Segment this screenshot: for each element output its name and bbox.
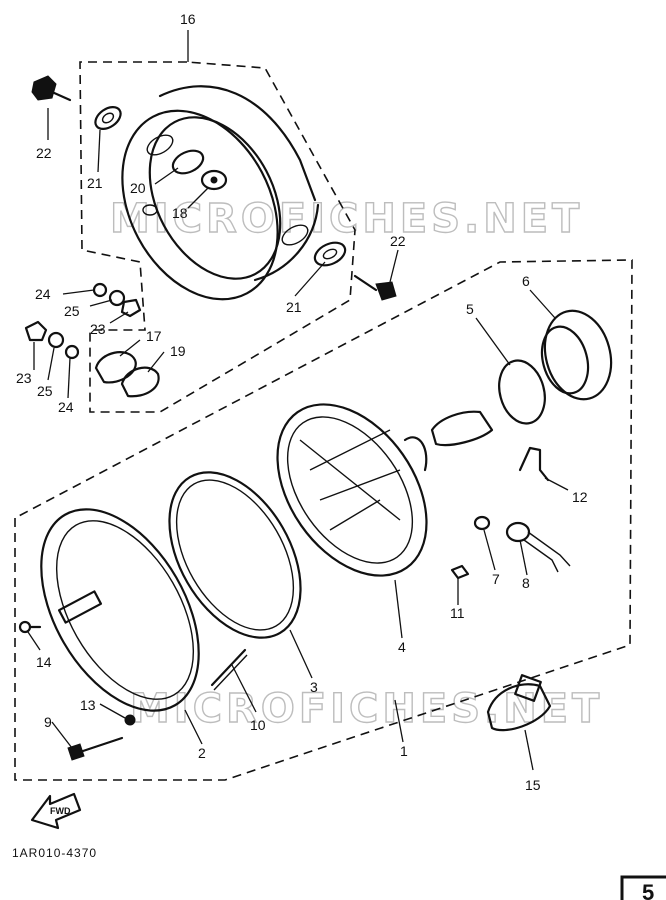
callout-9: 9: [44, 714, 52, 730]
leader-lines: [27, 30, 569, 771]
fwd-label: FWD: [50, 806, 71, 816]
callout-15: 15: [525, 777, 541, 793]
callout-25-left: 25: [37, 383, 53, 399]
callout-17: 17: [146, 328, 162, 344]
watermark-bottom: MICROFICHES.NET: [130, 686, 603, 732]
callout-23-top: 23: [90, 321, 106, 337]
nut-23-left: [24, 320, 48, 342]
callout-7: 7: [492, 571, 500, 587]
callout-18: 18: [172, 205, 188, 221]
callout-25-top: 25: [64, 303, 80, 319]
callout-24-left: 24: [58, 399, 74, 415]
headlight-unit-outline: [14, 259, 633, 781]
washer-25-left: [47, 331, 65, 349]
collar-19: [120, 366, 160, 398]
callout-22-right: 22: [390, 233, 406, 249]
nut-13: [124, 714, 136, 726]
watermark-top: MICROFICHES.NET: [110, 196, 583, 242]
socket-cover-6: [540, 309, 613, 401]
callout-1: 1: [400, 743, 408, 759]
callout-19: 19: [170, 343, 186, 359]
position-bulb-7: [473, 515, 491, 531]
damper-17: [94, 351, 137, 384]
retaining-ring-5: [498, 359, 546, 425]
callout-13: 13: [80, 697, 96, 713]
screw-10: [210, 648, 248, 691]
screw-14: [18, 620, 42, 634]
grommet-21-left: [94, 105, 122, 131]
callout-4: 4: [398, 639, 406, 655]
callout-labels: 16 22 21 20 18 22 21 24 25 23 17 19 23 2…: [16, 11, 588, 793]
grommet-20: [171, 149, 205, 175]
callout-11: 11: [450, 605, 465, 621]
callout-14: 14: [36, 654, 52, 670]
washer-25-top: [108, 289, 126, 307]
bolt-22-left: [31, 75, 72, 102]
washer-24-left: [64, 344, 80, 360]
washer-24-top: [92, 282, 108, 298]
bracket-12: [518, 446, 550, 482]
callout-21-left: 21: [87, 175, 103, 191]
callout-10: 10: [250, 717, 266, 733]
callout-2: 2: [198, 745, 206, 761]
callout-8: 8: [522, 575, 530, 591]
page-tab: 5: [620, 875, 666, 900]
callout-5: 5: [466, 301, 474, 317]
page-tab-number: 5: [642, 880, 654, 900]
bolt-9: [67, 736, 124, 761]
grommet-21-right: [313, 241, 347, 267]
clip-11: [450, 564, 470, 580]
callout-21-right: 21: [286, 299, 302, 315]
headlight-housing: [121, 85, 320, 301]
nut-23-top: [120, 298, 142, 318]
callout-16: 16: [180, 11, 196, 27]
collar-18: [200, 169, 228, 191]
callout-3: 3: [310, 679, 318, 695]
position-socket-8: [505, 521, 571, 573]
headlight-rim-2: [40, 508, 200, 712]
callout-22-left: 22: [36, 145, 52, 161]
callout-6: 6: [522, 273, 530, 289]
callout-12: 12: [572, 489, 588, 505]
catalog-code: 1AR010-4370: [12, 846, 97, 860]
callout-20: 20: [130, 180, 146, 196]
headlight-lens-4: [276, 403, 428, 577]
headlight-bulb: [430, 410, 494, 447]
bulb-15: [486, 674, 552, 732]
callout-24-top: 24: [35, 286, 51, 302]
bolt-22-right: [353, 274, 397, 301]
fwd-arrow: FWD: [30, 792, 82, 830]
housing-group-outline: [79, 61, 356, 413]
rim-ring-3: [168, 471, 302, 639]
callout-23-left: 23: [16, 370, 32, 386]
